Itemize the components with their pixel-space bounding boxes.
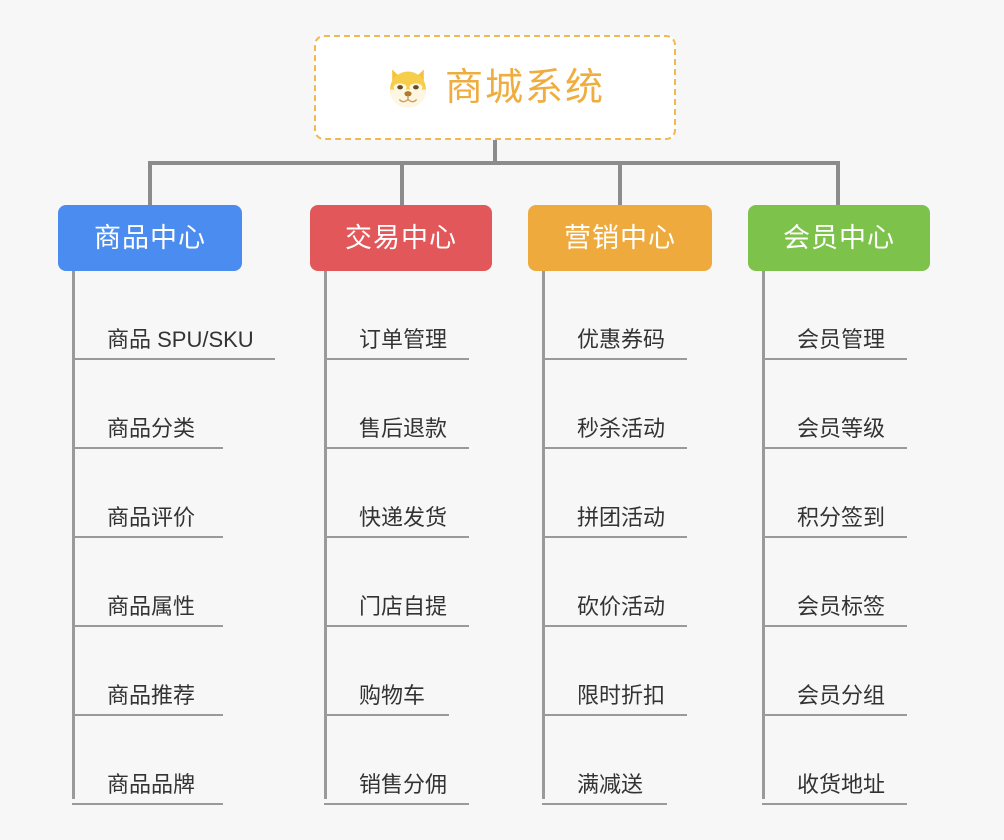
leaf-underline [324, 358, 469, 360]
leaf-underline [762, 625, 907, 627]
leaf-underline [72, 447, 223, 449]
leaf-underline [542, 536, 687, 538]
leaf-underline [72, 625, 223, 627]
leaf-underline [72, 714, 223, 716]
leaf-label: 订单管理 [359, 327, 448, 352]
leaf-underline [542, 714, 687, 716]
branch-connector-2 [400, 161, 404, 207]
leaf-label: 积分签到 [797, 505, 886, 530]
leaf-label: 快递发货 [359, 505, 448, 530]
category-label: 交易中心 [345, 222, 457, 253]
leaf-label: 会员管理 [797, 327, 886, 352]
leaf-underline [762, 803, 907, 805]
leaf-label: 商品推荐 [107, 683, 196, 708]
branch-connector-1 [148, 161, 152, 207]
root-title: 商城系统 [444, 66, 605, 109]
category-label: 会员中心 [783, 222, 895, 253]
leaf-label: 商品评价 [107, 505, 196, 530]
leaf-underline [324, 447, 469, 449]
leaf-underline [762, 536, 907, 538]
leaf-underline [762, 714, 907, 716]
root-stem-connector [493, 140, 497, 165]
horizontal-bus-connector [148, 161, 840, 165]
leaf-underline [542, 358, 687, 360]
leaf-label: 商品 SPU/SKU [107, 327, 254, 352]
leaf-underline [762, 358, 907, 360]
leaf-spine [72, 271, 75, 799]
leaf-underline [72, 358, 275, 360]
leaf-label: 秒杀活动 [577, 416, 666, 441]
category-box-商品中心[interactable]: 商品中心 [58, 205, 242, 271]
leaf-underline [542, 625, 687, 627]
leaf-underline [72, 803, 223, 805]
category-label: 营销中心 [564, 222, 676, 253]
leaf-label: 会员标签 [797, 594, 886, 619]
leaf-spine [762, 271, 765, 799]
category-box-营销中心[interactable]: 营销中心 [528, 205, 712, 271]
leaf-underline [72, 536, 223, 538]
leaf-label: 购物车 [359, 683, 426, 708]
leaf-label: 售后退款 [359, 416, 448, 441]
leaf-label: 销售分佣 [359, 772, 448, 797]
leaf-spine [542, 271, 545, 799]
leaf-label: 商品分类 [107, 416, 196, 441]
leaf-label: 商品属性 [107, 594, 196, 619]
leaf-underline [542, 803, 667, 805]
category-box-交易中心[interactable]: 交易中心 [310, 205, 492, 271]
leaf-underline [324, 625, 469, 627]
dog-face-icon [390, 68, 426, 107]
leaf-label: 商品品牌 [107, 772, 196, 797]
leaf-underline [324, 536, 469, 538]
branch-connector-3 [618, 161, 622, 207]
leaf-underline [324, 714, 449, 716]
root-node[interactable]: 商城系统 [314, 35, 676, 140]
leaf-underline [542, 447, 687, 449]
leaf-label: 砍价活动 [577, 594, 666, 619]
category-box-会员中心[interactable]: 会员中心 [748, 205, 930, 271]
leaf-label: 拼团活动 [577, 505, 666, 530]
leaf-underline [762, 447, 907, 449]
leaf-label: 收货地址 [797, 772, 886, 797]
branch-connector-4 [836, 161, 840, 207]
leaf-label: 门店自提 [359, 594, 448, 619]
leaf-label: 满减送 [577, 772, 644, 797]
category-label: 商品中心 [94, 222, 206, 253]
leaf-spine [324, 271, 327, 799]
leaf-label: 限时折扣 [577, 683, 666, 708]
leaf-label: 会员分组 [797, 683, 886, 708]
leaf-label: 优惠券码 [577, 327, 666, 352]
leaf-label: 会员等级 [797, 416, 886, 441]
leaf-underline [324, 803, 469, 805]
